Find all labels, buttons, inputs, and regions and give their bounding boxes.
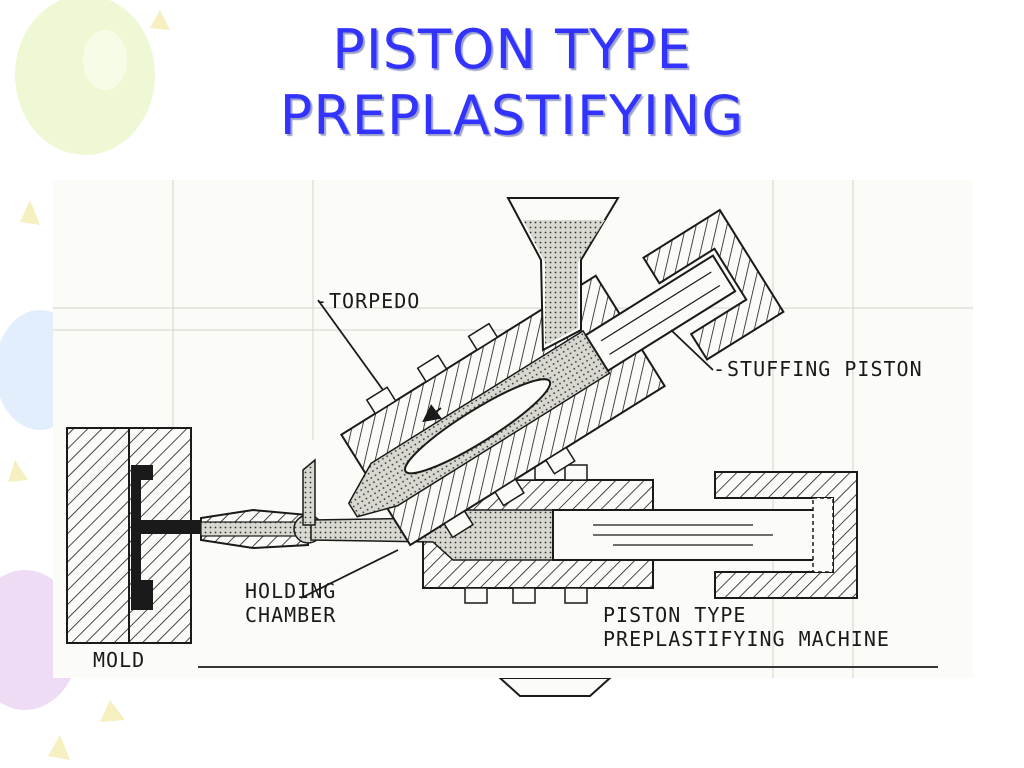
- label-machine-line-2: PREPLASTIFYING MACHINE: [603, 627, 890, 651]
- nozzle: [200, 508, 323, 550]
- torpedo: [403, 378, 552, 475]
- label-holding: HOLDING: [245, 579, 336, 603]
- slide-title-line-1: PISTON TYPE: [332, 18, 692, 81]
- label-chamber: CHAMBER: [245, 603, 336, 627]
- label-mold: MOLD: [93, 648, 145, 672]
- torpedo-leader-line: [317, 299, 384, 391]
- hopper: [506, 197, 620, 352]
- slide-title-line-2: PREPLASTIFYING: [279, 84, 745, 147]
- hopper-tip-fragment: [498, 678, 612, 697]
- label-machine-line-1: PISTON TYPE: [603, 603, 746, 627]
- mold: [66, 427, 201, 644]
- injection-cylinder: [714, 471, 858, 599]
- label-stuffing-piston-dash: -: [713, 357, 726, 381]
- label-torpedo: TORPEDO: [329, 289, 420, 313]
- preplasticizing-cylinder: [339, 208, 785, 547]
- label-stuffing-piston: STUFFING PISTON: [727, 357, 923, 381]
- stuffing-piston-leader-line: [670, 329, 714, 371]
- connecting-passage: [302, 458, 316, 526]
- preplastifying-machine-diagram: - TORPEDO - STUFFING PISTON HOLDING CHAM…: [53, 180, 973, 678]
- holding-chamber-leader-line: [300, 549, 399, 599]
- label-torpedo-dash: -: [315, 289, 328, 313]
